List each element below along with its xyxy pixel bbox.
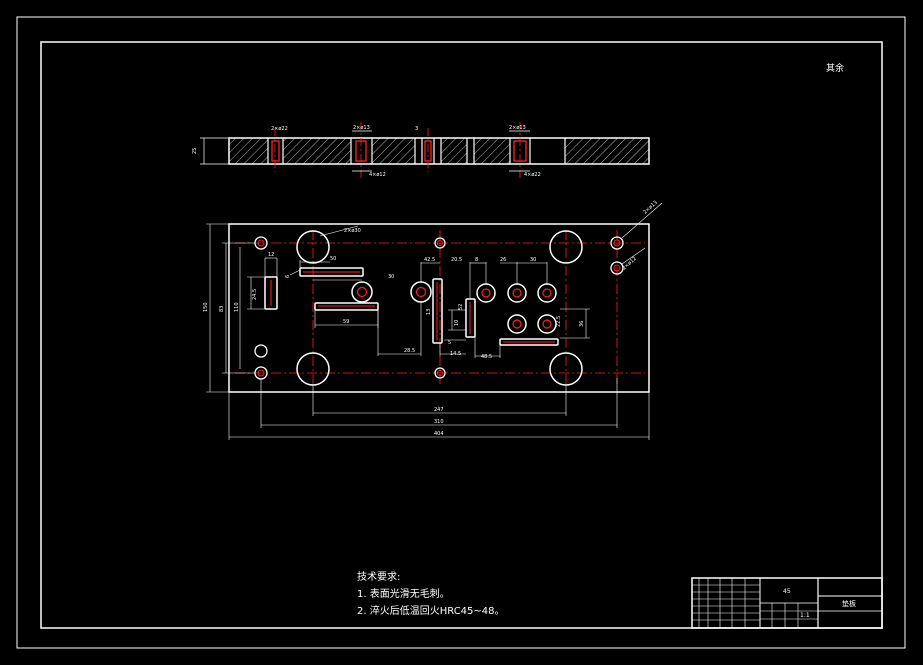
corner-note: 其余 [826, 62, 844, 74]
dim-d-30: 30 [388, 274, 394, 280]
dim-hole-span-2: 247 [434, 407, 444, 413]
notes-heading: 技术要求: [357, 572, 401, 583]
dim-d-8: 8 [475, 257, 478, 263]
dim-d-6: 6 [285, 275, 291, 278]
dim-callout-6: 4×ø22 [524, 172, 541, 178]
dim-slot-hole-callout: 2×ø30 [344, 228, 361, 234]
dim-hole-span-w1: 83 [219, 306, 225, 312]
dim-d-42-5: 42.5 [424, 257, 435, 263]
dim-thickness: 25 [192, 148, 198, 154]
dim-d-48-5: 48.5 [481, 354, 492, 360]
dim-hole-span-w2: 110 [234, 302, 240, 312]
dim-callout-5: 2×ø22 [271, 126, 288, 132]
dim-hole-span-1: 310 [434, 419, 444, 425]
dim-overall-length: 404 [434, 431, 444, 437]
section-view: 25 2×ø13 2×ø13 3 4×ø12 4×ø22 2×ø22 [192, 122, 650, 178]
dim-overall-width: 150 [203, 302, 209, 312]
dim-d-52: 52 [458, 304, 464, 310]
title-part-name: 垫板 [842, 599, 856, 608]
notes-line-2: 2. 淬火后低温回火HRC45~48。 [357, 606, 505, 617]
dim-d-20-5: 20.5 [451, 257, 462, 263]
outer-frame [16, 16, 906, 649]
plan-view: 404 310 247 150 83 110 2×ø30 2×ø13 2×ø12… [203, 200, 663, 440]
inner-frame [40, 41, 883, 629]
title-material: 45 [783, 588, 791, 595]
notes-line-1: 1. 表面光滑无毛刺。 [357, 589, 450, 600]
technical-notes: 技术要求: 1. 表面光滑无毛刺。 2. 淬火后低温回火HRC45~48。 [357, 569, 505, 620]
dim-callout-1: 2×ø13 [353, 125, 370, 131]
title-block [691, 577, 883, 629]
dim-d-26: 26 [500, 257, 506, 263]
dim-d-14-5: 14.5 [450, 351, 461, 357]
dim-callout-2: 2×ø13 [509, 125, 526, 131]
dim-d-13: 13 [426, 309, 432, 315]
dim-d-59: 59 [343, 319, 349, 325]
dim-d-36: 36 [579, 321, 585, 327]
dim-callout-4: 4×ø12 [369, 172, 386, 178]
dim-d-10: 10 [454, 320, 460, 326]
dim-d-12: 12 [268, 252, 274, 258]
dim-callout-3: 3 [415, 126, 418, 132]
dim-d-22-5: 22.5 [556, 316, 562, 327]
title-scale: 1:1 [800, 612, 810, 619]
dim-d-28-5: 28.5 [404, 348, 415, 354]
dim-corner-callout-2: 2×ø12 [621, 256, 637, 272]
dim-d-24-5: 24.5 [252, 289, 258, 300]
dim-d-50: 50 [330, 256, 336, 262]
dim-d-5: 5 [448, 340, 451, 346]
dim-d-30b: 30 [530, 257, 536, 263]
